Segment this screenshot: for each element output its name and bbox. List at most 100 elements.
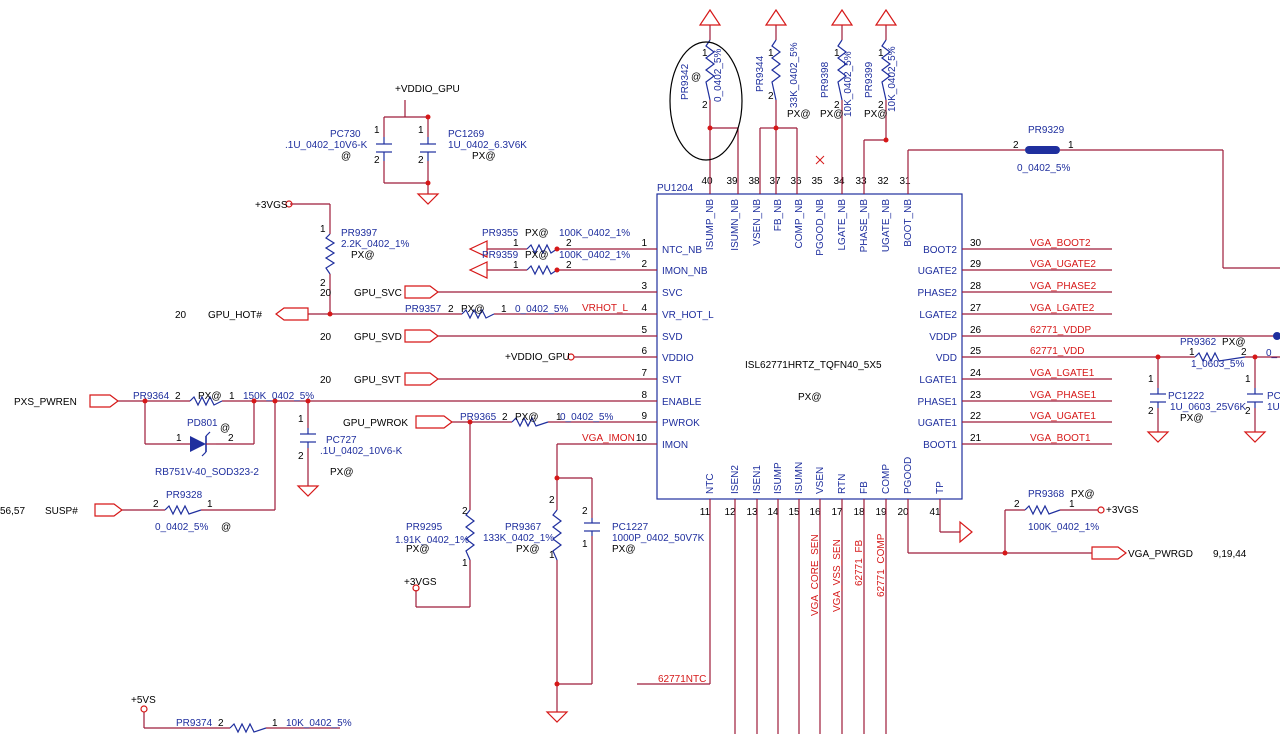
ic-pin-number-18: 18: [853, 507, 865, 518]
ic-pin-name-isen1: ISEN1: [752, 465, 763, 494]
ic-pin-name-pwrok: PWROK: [662, 418, 700, 429]
ic-pin-number-10: 10: [636, 433, 648, 444]
ground-symbol-vddio: [416, 193, 440, 205]
resistor-pr9367: [552, 509, 562, 561]
pr9398-variant: PX@: [820, 109, 844, 120]
connector-gpu-pwrok: [415, 415, 453, 429]
pr9295-value: 1.91K_0402_1%: [395, 535, 469, 546]
ic-pin-name-isumn_nb: ISUMN_NB: [730, 199, 741, 251]
pr9362-partial: 0_: [1266, 348, 1278, 359]
ic-pin-number-2: 2: [641, 259, 647, 270]
pr9357-variant: PX@: [461, 304, 485, 315]
resistor-pr9374: [229, 722, 267, 734]
pr9295-variant: PX@: [406, 544, 430, 555]
pr9362-variant: PX@: [1222, 337, 1246, 348]
net-vga-pwrgd: VGA_PWRGD: [1128, 549, 1193, 560]
ic-pin-name-vsen: VSEN: [815, 467, 826, 494]
pd801-ref: PD801: [187, 418, 218, 429]
resistor-pr9357: [461, 308, 495, 320]
pc1227-value: 1000P_0402_50V7K: [612, 533, 705, 544]
pr9342-value: 0_0402_5%: [713, 49, 724, 102]
pc727-pin2: 2: [298, 451, 304, 462]
ic-pin-number-1: 1: [641, 238, 647, 249]
pc1269-variant: PX@: [472, 151, 496, 162]
pd801-pin1: 1: [176, 433, 182, 444]
pr9328-ref: PR9328: [166, 490, 203, 501]
net-pxs-pwren: PXS_PWREN: [14, 397, 77, 408]
ic-pin-name-imon_nb: IMON_NB: [662, 266, 708, 277]
ic-pin-number-41: 41: [929, 507, 941, 518]
pr9357-ref: PR9357: [405, 304, 442, 315]
resistor-pr9295: [465, 509, 475, 561]
ic-pin-number-30: 30: [970, 238, 982, 249]
ground-symbols: [296, 193, 1267, 723]
pr9328-value: 0_0402_5%: [155, 522, 208, 533]
pr9355-value: 100K_0402_1%: [559, 228, 630, 239]
ic-pin-name-vddp: VDDP: [929, 332, 957, 343]
pc727-variant: PX@: [330, 467, 354, 478]
pr9364-variant: PX@: [198, 391, 222, 402]
pr9355-ref: PR9355: [482, 228, 519, 239]
resistor-pr9365: [511, 416, 549, 428]
ic-pin-name-vr_hot_l: VR_HOT_L: [662, 310, 714, 321]
pr9399-pin1: 1: [878, 48, 884, 59]
pr9359-pin1: 1: [513, 260, 519, 271]
ic-pin-number-7: 7: [641, 368, 647, 379]
net-vga-phase2: VGA_PHASE2: [1030, 281, 1097, 292]
junction-dots: [142, 114, 1258, 687]
ic-pins-group: 1NTC_NB2IMON_NB3SVC4VR_HOT_L5SVD6VDDIO7S…: [636, 176, 1097, 518]
net-vga-lgate1: VGA_LGATE1: [1030, 368, 1095, 379]
power-arrow-lgate-nb: [830, 8, 854, 26]
pr9374-value: 10K_0402_5%: [286, 718, 352, 729]
pd801-value: RB751V-40_SOD323-2: [155, 467, 259, 478]
pr9365-ref: PR9365: [460, 412, 497, 423]
pc-clipped-pin1: 1: [1245, 374, 1251, 385]
ic-pin-name-lgate2: LGATE2: [919, 310, 957, 321]
net-3vgs-right: +3VGS: [1106, 505, 1139, 516]
ic-pin-number-21: 21: [970, 433, 982, 444]
ic-pin-number-29: 29: [970, 259, 982, 270]
ic-pin-name-lgate_nb: LGATE_NB: [837, 199, 848, 251]
pr9344-pin1: 1: [768, 48, 774, 59]
pr9359-pin2: 2: [566, 260, 572, 271]
net-62771-comp: 62771_COMP: [876, 533, 887, 597]
net-5vs: +5VS: [131, 695, 156, 706]
resistor-symbols: [164, 39, 1246, 734]
page-ref-svc: 20: [320, 288, 332, 299]
net-gpu-svt: GPU_SVT: [354, 375, 401, 386]
connector-dot-vddp: [1273, 332, 1280, 340]
pr9329-pin2: 2: [1013, 140, 1019, 151]
diode-pd801: [190, 431, 216, 457]
ic-pin-number-11: 11: [700, 507, 711, 518]
page-ref-svd: 20: [320, 332, 332, 343]
ic-pin-name-imon: IMON: [662, 440, 688, 451]
ground-symbol-tp: [959, 520, 973, 544]
pr9397-variant: PX@: [351, 250, 375, 261]
ic-pin-name-svd: SVD: [662, 332, 683, 343]
pr9368-pin1: 1: [1069, 499, 1075, 510]
pr9374-pin2: 2: [218, 718, 224, 729]
net-62771-fb: 62771_FB: [854, 540, 865, 586]
pr9295-pin2: 2: [462, 506, 468, 517]
pr9399-ref: PR9399: [864, 61, 875, 98]
net-vga-boot2: VGA_BOOT2: [1030, 238, 1091, 249]
pr9368-value: 100K_0402_1%: [1028, 522, 1099, 533]
ic-pin-name-vddio: VDDIO: [662, 353, 694, 364]
net-vga-ugate2: VGA_UGATE2: [1030, 259, 1096, 270]
net-vga-phase1: VGA_PHASE1: [1030, 390, 1097, 401]
net-vddio-gpu-pin: +VDDIO_GPU: [505, 352, 570, 363]
pc1222-pin1: 1: [1148, 374, 1154, 385]
pr9364-pin2: 2: [175, 391, 181, 402]
pr9365-pin2: 2: [502, 412, 508, 423]
ic-pin-number-17: 17: [831, 507, 843, 518]
ic-pin-number-22: 22: [970, 411, 982, 422]
resistor-pr9397: [324, 233, 336, 275]
ic-pin-name-vsen_nb: VSEN_NB: [752, 199, 763, 246]
ic-body-pu1204: [656, 193, 963, 500]
pc730-pin1: 1: [374, 125, 380, 136]
pr9398-value: 10K_0402_5%: [843, 51, 854, 117]
ground-symbol-imon-nb: [468, 261, 488, 279]
ic-pin-name-svt: SVT: [662, 375, 681, 386]
power-arrows: [698, 8, 898, 26]
